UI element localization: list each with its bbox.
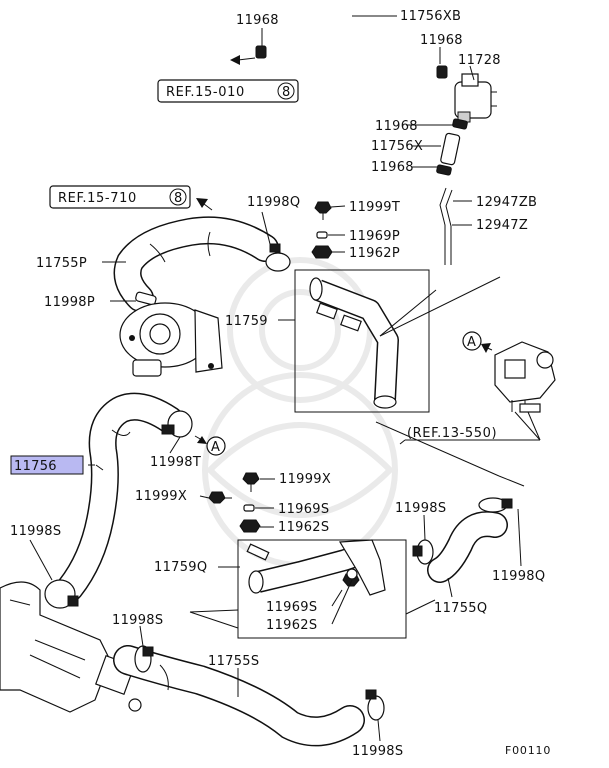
bolt-11999x-right: [242, 472, 260, 492]
label-11999x-right[interactable]: 11999X: [279, 472, 331, 487]
label-11962s-top[interactable]: 11962S: [278, 520, 329, 535]
clamp-11968-r2: [452, 118, 468, 130]
label-11962p[interactable]: 11962P: [349, 246, 400, 261]
turbocharger: [119, 302, 223, 377]
label-11999x-left[interactable]: 11999X: [135, 489, 187, 504]
hose-11755p: [113, 216, 279, 312]
clamp-11998s-left: [44, 579, 79, 609]
hose-11756x: [440, 132, 461, 166]
ref-bracket-13-550: [399, 411, 541, 445]
nut-11962s-top: [239, 519, 261, 533]
clamp-11968-r3: [436, 164, 452, 176]
clamp-11998q-top: [265, 243, 291, 272]
hose-11756xb: [262, 16, 442, 74]
label-11998s-left[interactable]: 11998S: [10, 524, 61, 539]
label-11968-r3[interactable]: 11968: [371, 160, 414, 175]
solenoid-valve-11728: [454, 73, 497, 123]
leader-lines-upper: [375, 276, 501, 477]
hose-11755q: [427, 511, 508, 583]
svg-text:8: 8: [174, 191, 183, 206]
label-11999t[interactable]: 11999T: [349, 200, 400, 215]
label-11969p[interactable]: 11969P: [349, 229, 400, 244]
diagram-code: F00110: [505, 744, 551, 757]
label-12947z[interactable]: 12947Z: [476, 218, 528, 233]
label-11755q[interactable]: 11755Q: [434, 601, 487, 616]
svg-text:A: A: [467, 335, 476, 350]
washer-11969p: [316, 231, 328, 239]
svg-text:11756: 11756: [14, 459, 57, 474]
arrow-to-ref-15-010: [230, 55, 256, 65]
clamp-11998s-right: [412, 539, 434, 565]
svg-text:REF.15-010: REF.15-010: [166, 85, 245, 100]
label-11759[interactable]: 11759: [225, 314, 268, 329]
box-11759: [294, 269, 430, 413]
label-11998s-mid[interactable]: 11998S: [112, 613, 163, 628]
clamp-11998s-bottom: [365, 689, 385, 721]
label-11969s-bottom[interactable]: 11969S: [266, 600, 317, 615]
clamp-11998t: [161, 410, 193, 438]
label-11968-r1[interactable]: 11968: [420, 33, 463, 48]
clamp-11998q-right: [478, 497, 513, 513]
label-11755p[interactable]: 11755P: [36, 256, 87, 271]
marker-a-left: A: [194, 435, 226, 456]
label-11968-r2[interactable]: 11968: [375, 119, 418, 134]
label-11759q[interactable]: 11759Q: [154, 560, 207, 575]
pipe-11759q: [246, 539, 386, 596]
arrow-to-ref-15-710: [196, 198, 213, 211]
label-11968-top[interactable]: 11968: [236, 13, 279, 28]
label-11998t[interactable]: 11998T: [150, 455, 201, 470]
label-11998q-right[interactable]: 11998Q: [492, 569, 545, 584]
label-11756x[interactable]: 11756X: [371, 139, 423, 154]
label-11756xb[interactable]: 11756XB: [400, 9, 461, 24]
label-11728[interactable]: 11728: [458, 53, 501, 68]
box-11759q: [237, 539, 407, 639]
intercooler: [0, 581, 142, 713]
label-11998s-right[interactable]: 11998S: [395, 501, 446, 516]
bolt-11999x-left: [208, 491, 232, 504]
hose-11756[interactable]: [56, 392, 184, 602]
bolt-11999t: [314, 201, 332, 220]
clamp-11968-r1: [436, 65, 448, 79]
label-11998q-top[interactable]: 11998Q: [247, 195, 300, 210]
svg-text:A: A: [211, 440, 220, 455]
clamp-11968-top: [255, 45, 267, 59]
clamp-11998s-mid: [134, 645, 154, 673]
label-11998p[interactable]: 11998P: [44, 295, 95, 310]
ref-box-15-010[interactable]: REF.15-010 8: [157, 79, 299, 103]
ref-13-550[interactable]: (REF.13-550): [407, 426, 497, 441]
marker-a-right: A: [462, 331, 493, 353]
svg-text:REF.15-710: REF.15-710: [58, 191, 137, 206]
label-11755s[interactable]: 11755S: [208, 654, 259, 669]
nut-11962p: [311, 245, 333, 259]
ref-box-15-710[interactable]: REF.15-710 8: [49, 185, 191, 209]
label-11756-highlighted[interactable]: 11756: [10, 455, 84, 475]
pipe-11759: [309, 277, 399, 409]
svg-text:8: 8: [282, 85, 291, 100]
leader-lines: [29, 15, 475, 742]
leader-lines-right: [498, 475, 525, 567]
clamp-11998p: [135, 291, 157, 306]
label-11969s-top[interactable]: 11969S: [278, 502, 329, 517]
washer-11969s-top: [243, 504, 255, 512]
label-11998s-bottom[interactable]: 11998S: [352, 744, 403, 759]
label-11962s-bottom[interactable]: 11962S: [266, 618, 317, 633]
throttle-assembly: [494, 341, 556, 413]
vacuum-pipe-12947z: [439, 187, 453, 265]
hose-11755s: [113, 645, 365, 747]
label-12947zb[interactable]: 12947ZB: [476, 195, 537, 210]
